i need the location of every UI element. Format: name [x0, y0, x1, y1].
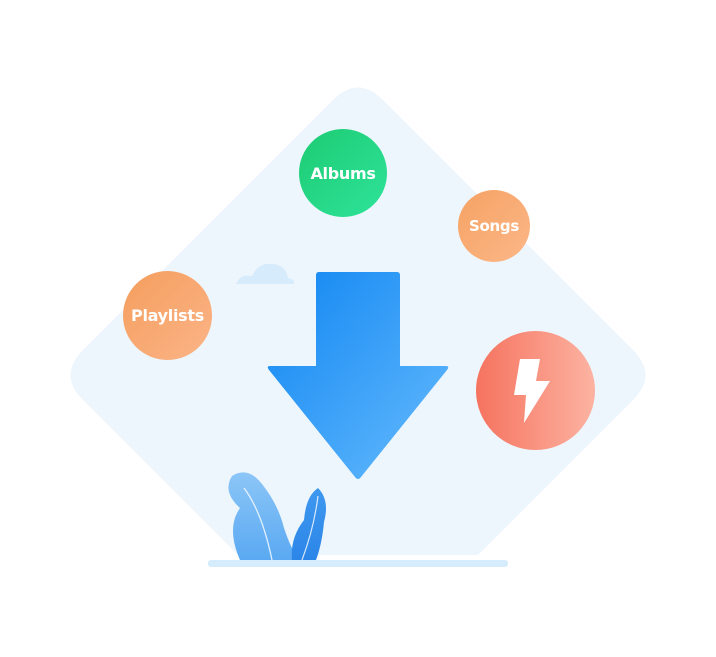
songs-badge: Songs [458, 190, 530, 262]
playlists-label: Playlists [131, 306, 204, 325]
ground-line [208, 560, 508, 567]
plant-leaves-icon [228, 472, 326, 561]
lightning-bolt-icon [513, 358, 550, 423]
lightning-badge [476, 331, 595, 450]
playlists-badge: Playlists [123, 271, 212, 360]
albums-label: Albums [310, 163, 376, 183]
download-arrow-icon [267, 272, 449, 479]
songs-label: Songs [469, 217, 519, 235]
albums-badge: Albums [299, 129, 387, 217]
cloud-icon [236, 263, 295, 284]
